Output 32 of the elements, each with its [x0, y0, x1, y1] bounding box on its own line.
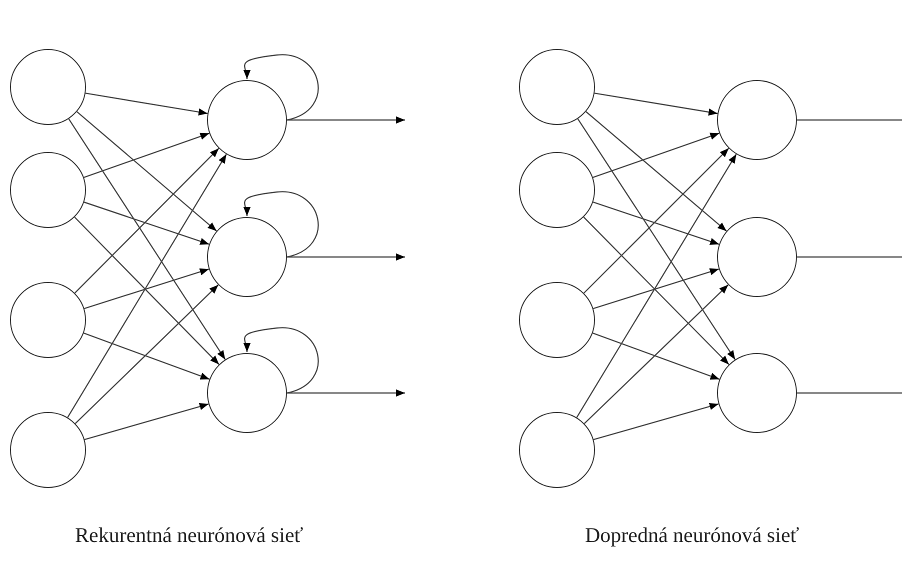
caption: Rekurentná neurónová sieť	[75, 522, 304, 549]
arrow	[287, 253, 405, 261]
arrow	[593, 402, 719, 440]
arrow	[84, 268, 210, 310]
arrow	[584, 284, 729, 424]
arrow	[84, 202, 210, 245]
self-loop-arrow	[242, 327, 319, 394]
arrow	[74, 148, 220, 294]
arrow	[583, 216, 730, 365]
self-loop-arrow	[242, 54, 319, 121]
arrow	[576, 154, 737, 418]
arrow	[592, 332, 720, 380]
arrow	[583, 148, 730, 294]
arrow	[586, 111, 727, 232]
arrow	[287, 116, 405, 124]
arrow	[592, 132, 720, 178]
arrow	[85, 92, 208, 116]
arrow	[68, 118, 226, 360]
arrow	[83, 332, 210, 380]
caption: Dopredná neurónová sieť	[585, 522, 800, 549]
arrow	[76, 111, 217, 232]
arrow	[74, 216, 220, 365]
arrow	[287, 389, 405, 397]
arrow	[577, 118, 736, 360]
arrow	[593, 268, 720, 310]
arrow	[592, 202, 720, 245]
arrow	[84, 132, 210, 178]
self-loop-arrow	[242, 191, 319, 258]
arrow	[594, 92, 718, 116]
arrow	[74, 284, 219, 424]
arrow	[84, 403, 209, 440]
arrow	[67, 154, 227, 418]
